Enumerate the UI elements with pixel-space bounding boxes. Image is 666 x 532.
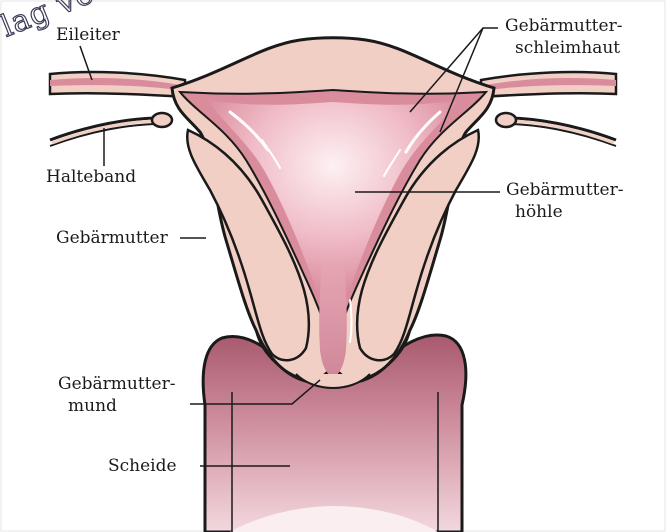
label-halteband: Halteband	[46, 167, 136, 188]
cervical-canal	[319, 262, 347, 376]
label-eileiter: Eileiter	[56, 25, 120, 46]
label-schleimhaut-line2: schleimhaut	[515, 38, 620, 59]
label-schleimhaut-line1: Gebärmutter-	[505, 16, 622, 37]
label-hoehle-line1: Gebärmutter-	[506, 180, 623, 201]
label-mund-line1: Gebärmutter-	[58, 374, 175, 395]
label-hoehle-line2: höhle	[515, 202, 563, 223]
label-scheide: Scheide	[108, 456, 177, 477]
label-mund-line2: mund	[68, 396, 117, 417]
label-gebaermutter: Gebärmutter	[56, 228, 168, 249]
